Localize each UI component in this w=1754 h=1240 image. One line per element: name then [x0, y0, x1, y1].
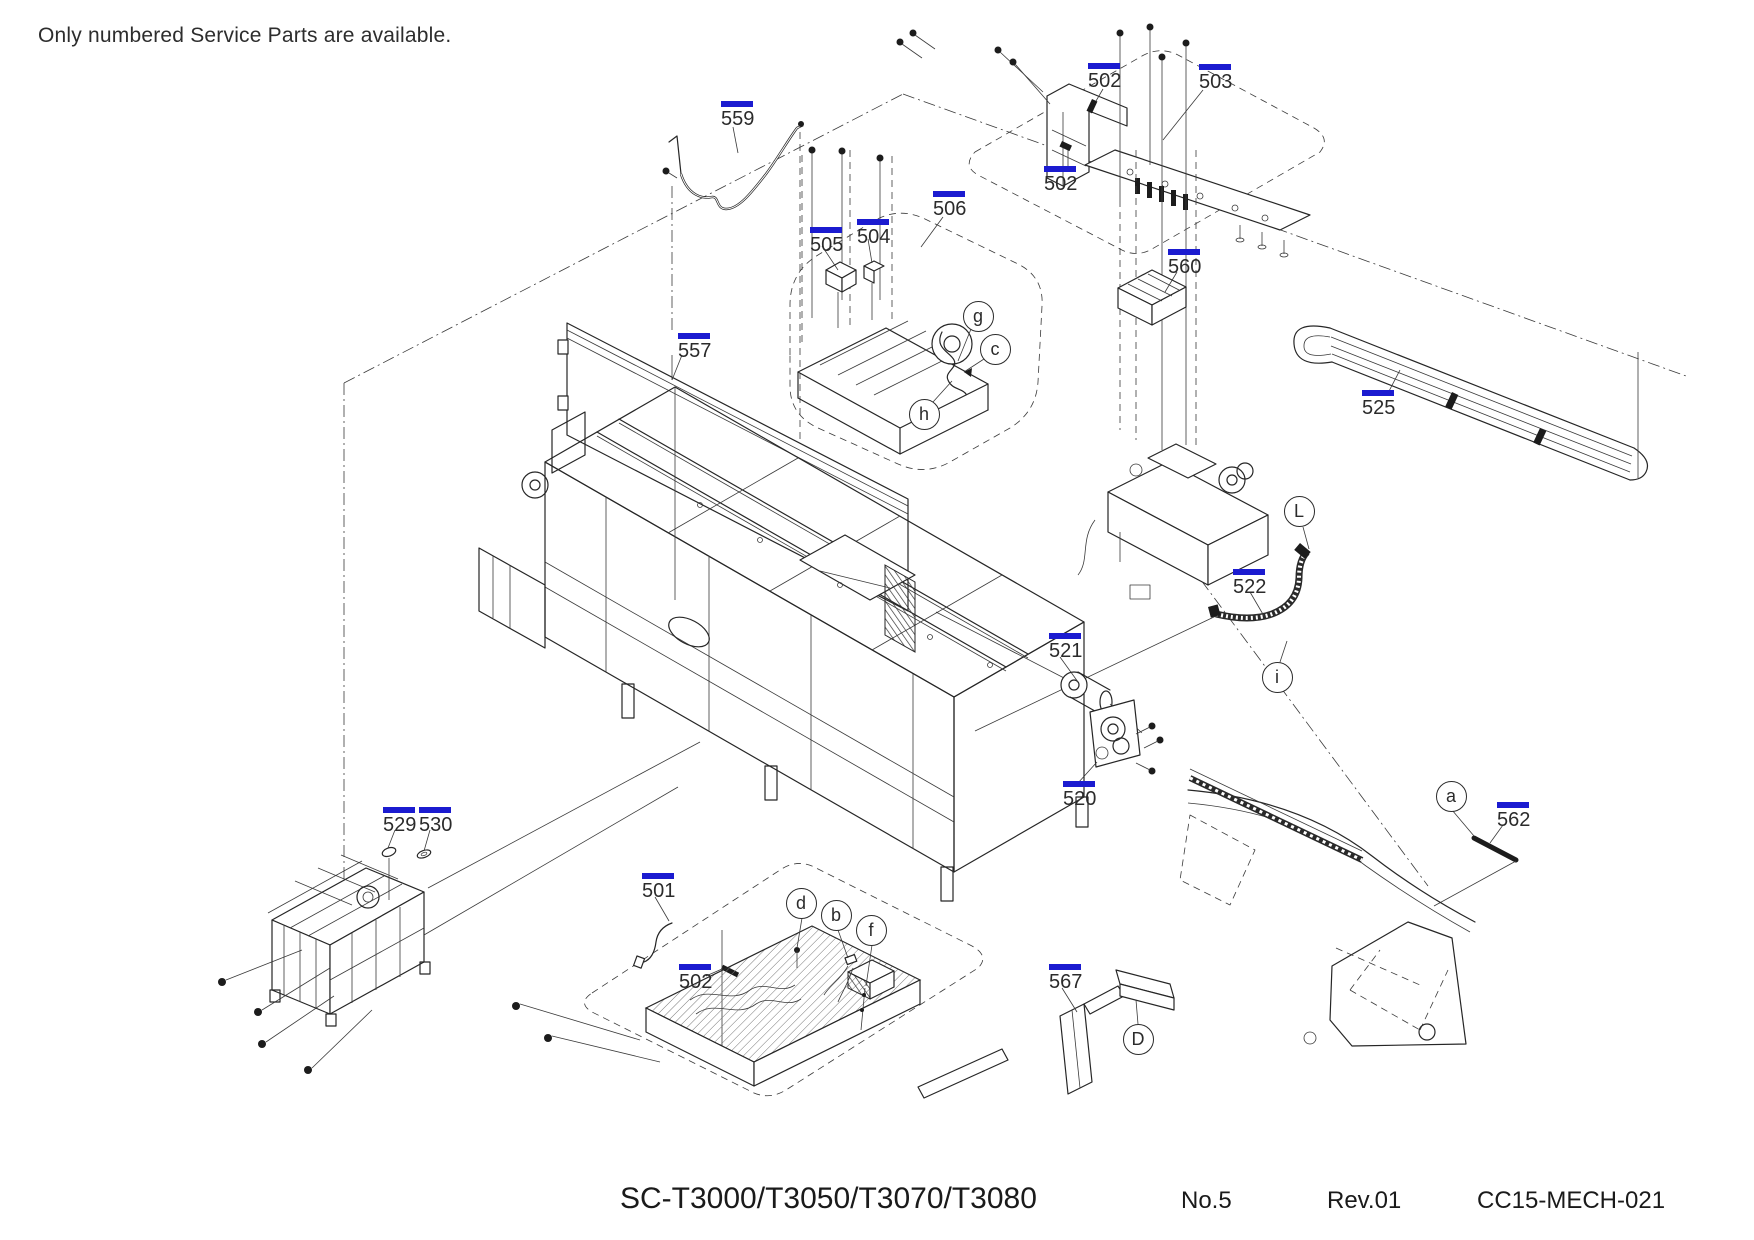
part-number-text: 506 — [933, 198, 967, 220]
part-number-text: 567 — [1049, 971, 1083, 993]
part-label-bar — [1233, 569, 1265, 575]
part-number-text: 557 — [678, 340, 712, 362]
part-label-522: 522 — [1233, 569, 1273, 597]
part-label-562: 562 — [1497, 802, 1537, 830]
part-label-bar — [383, 807, 415, 813]
part-label-bar — [933, 191, 965, 197]
footer-model-title: SC-T3000/T3050/T3070/T3080 — [620, 1182, 1037, 1215]
assembly-502-503-drawing — [896, 29, 1325, 258]
part-label-530: 530 — [419, 807, 459, 835]
part-label-bar — [721, 101, 753, 107]
assembly-560-head-drawing — [1077, 269, 1269, 600]
part-label-bar — [419, 807, 451, 813]
part-label-bar — [1199, 64, 1231, 70]
part-number-text: 522 — [1233, 576, 1267, 598]
part-number-text: 530 — [419, 814, 453, 836]
assembly-501-drawing — [512, 863, 984, 1097]
part-label-502-mid: 502 — [1044, 166, 1084, 194]
part-label-557: 557 — [678, 333, 718, 361]
part-number-text: 501 — [642, 880, 676, 902]
part-number-text: 520 — [1063, 788, 1097, 810]
construction-lines — [343, 93, 1687, 906]
callout-circle-D: D — [1122, 1023, 1154, 1055]
part-label-bar — [1088, 63, 1120, 69]
part-number-text: 562 — [1497, 809, 1531, 831]
part-label-502-bottom: 502 — [679, 964, 719, 992]
tube-559-drawing — [662, 121, 804, 211]
part-number-text: 559 — [721, 108, 755, 130]
part-label-bar — [679, 964, 711, 970]
part-label-bar — [1168, 249, 1200, 255]
part-label-bar — [1044, 166, 1076, 172]
part-label-521: 521 — [1049, 633, 1089, 661]
callout-circle-d: d — [785, 887, 817, 919]
callout-circle-g: g — [962, 300, 994, 332]
part-label-bar — [1049, 633, 1081, 639]
part-number-text: 505 — [810, 234, 844, 256]
footer-doc-code: CC15-MECH-021 — [1477, 1187, 1666, 1214]
part-label-504: 504 — [857, 219, 897, 247]
screw-shafts-drawing — [1116, 23, 1197, 450]
panel-557-drawing — [557, 322, 909, 612]
part-number-text: 521 — [1049, 640, 1083, 662]
page-note: Only numbered Service Parts are availabl… — [38, 24, 452, 47]
part-number-text: 502 — [1044, 173, 1078, 195]
main-chassis-drawing — [478, 386, 1089, 902]
part-label-560: 560 — [1168, 249, 1208, 277]
part-label-bar — [1049, 964, 1081, 970]
bracket-567-drawing — [917, 969, 1175, 1099]
part-label-529: 529 — [383, 807, 423, 835]
part-label-525: 525 — [1362, 390, 1402, 418]
assembly-562-stacker-drawing — [1179, 768, 1519, 1047]
part-number-text: 502 — [1088, 70, 1122, 92]
part-label-bar — [1063, 781, 1095, 787]
part-number-text: 504 — [857, 226, 891, 248]
part-number-text: 502 — [679, 971, 713, 993]
part-label-bar — [642, 873, 674, 879]
footer-page-number: No.5 — [1181, 1187, 1232, 1214]
leader-lines — [387, 88, 1504, 1025]
part-label-bar — [1497, 802, 1529, 808]
callout-circle-c: c — [979, 333, 1011, 365]
belt-525-drawing — [1293, 325, 1649, 481]
callout-circle-L: L — [1283, 495, 1315, 527]
callout-circle-i: i — [1261, 661, 1293, 693]
callout-circle-b: b — [820, 899, 852, 931]
part-label-502-top: 502 — [1088, 63, 1128, 91]
assembly-tank-529-530-drawing — [218, 741, 701, 1074]
assembly-506-drawing — [789, 146, 1043, 470]
callout-circle-a: a — [1435, 780, 1467, 812]
part-label-bar — [678, 333, 710, 339]
part-label-503: 503 — [1199, 64, 1239, 92]
assembly-520-521-drawing — [935, 611, 1164, 775]
part-label-506: 506 — [933, 191, 973, 219]
part-label-505: 505 — [810, 227, 850, 255]
callout-circle-f: f — [855, 914, 887, 946]
part-label-520: 520 — [1063, 781, 1103, 809]
part-label-bar — [1362, 390, 1394, 396]
part-label-bar — [857, 219, 889, 225]
part-label-567: 567 — [1049, 964, 1089, 992]
cable-522-drawing — [974, 542, 1311, 732]
part-label-559: 559 — [721, 101, 761, 129]
part-number-text: 529 — [383, 814, 417, 836]
part-label-bar — [810, 227, 842, 233]
part-number-text: 503 — [1199, 71, 1233, 93]
part-label-501: 501 — [642, 873, 682, 901]
part-number-text: 525 — [1362, 397, 1396, 419]
part-number-text: 560 — [1168, 256, 1202, 278]
footer-revision: Rev.01 — [1327, 1187, 1402, 1214]
callout-circle-h: h — [908, 398, 940, 430]
